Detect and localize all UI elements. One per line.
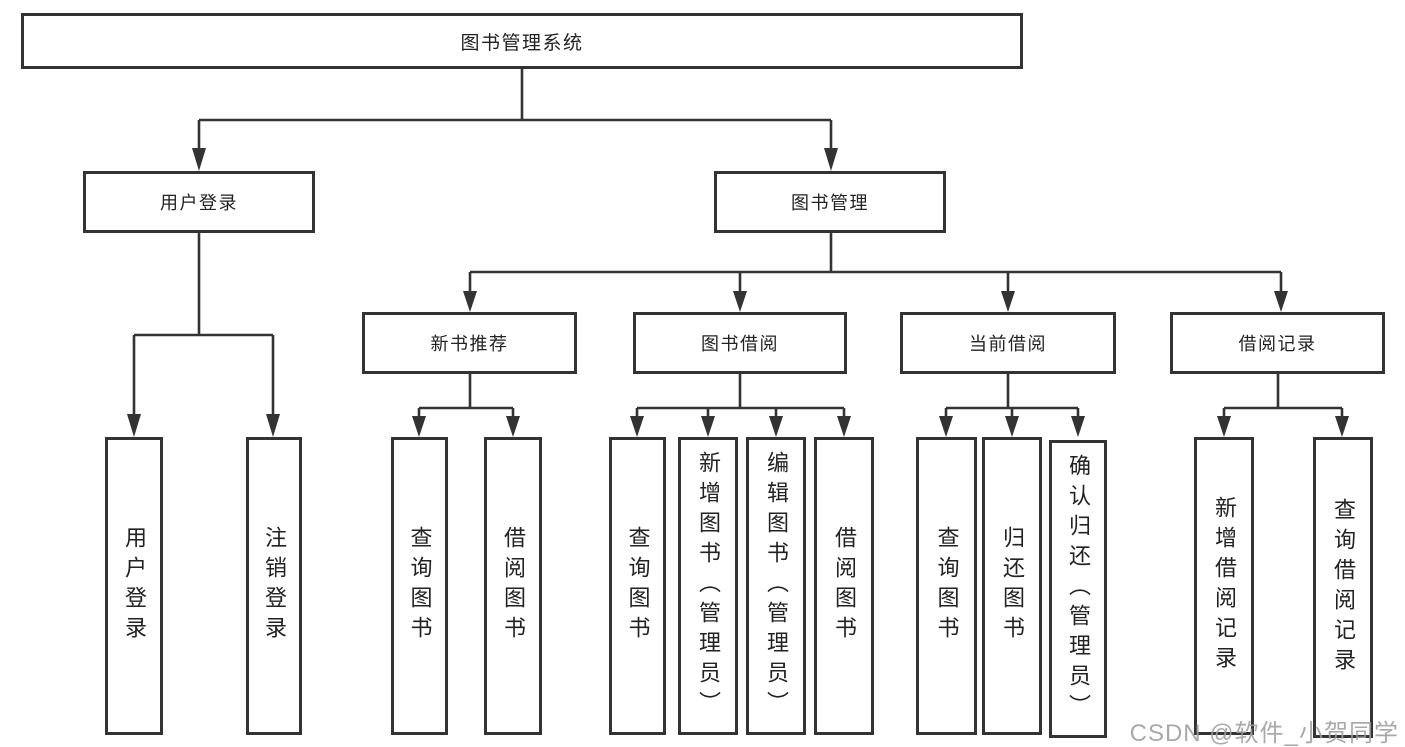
- node-book-management: 图书管理: [714, 171, 946, 233]
- node-label: 当前借阅: [969, 334, 1047, 354]
- leaf-label: 借阅图书: [832, 526, 857, 646]
- leaf-return-books: 归还图书: [982, 437, 1042, 735]
- leaf-query-books-borrowing: 查询图书: [609, 437, 666, 735]
- node-book-borrowing: 图书借阅: [633, 312, 847, 374]
- leaf-edit-book-admin: 编辑图书（管理员）: [746, 437, 806, 735]
- leaf-label: 注销登录: [262, 526, 287, 646]
- leaf-add-borrow-record: 新增借阅记录: [1194, 437, 1254, 735]
- leaf-label: 查询图书: [625, 526, 651, 646]
- leaf-label: 编辑图书（管理员）: [764, 451, 789, 721]
- node-label: 图书管理系统: [460, 32, 584, 54]
- node-label: 图书借阅: [701, 334, 779, 354]
- csdn-watermark: CSDN @软件_小贺同学: [1129, 720, 1399, 747]
- leaf-add-book-admin: 新增图书（管理员）: [678, 437, 738, 735]
- leaf-confirm-return-admin: 确认归还（管理员）: [1049, 440, 1107, 738]
- leaf-label: 归还图书: [1000, 526, 1025, 646]
- node-label: 用户登录: [160, 193, 238, 213]
- leaf-query-books-current: 查询图书: [916, 437, 977, 735]
- leaf-borrow-books-borrowing: 借阅图书: [814, 437, 874, 735]
- leaf-label: 确认归还（管理员）: [1066, 454, 1091, 724]
- node-label: 借阅记录: [1238, 334, 1317, 354]
- leaf-query-books-recommend: 查询图书: [391, 437, 448, 735]
- leaf-label: 新增借阅记录: [1212, 496, 1237, 676]
- leaf-label: 用户登录: [122, 526, 147, 646]
- leaf-query-borrow-record: 查询借阅记录: [1313, 437, 1373, 738]
- leaf-label: 新增图书（管理员）: [696, 451, 721, 721]
- arrowheads: [127, 148, 1349, 437]
- node-new-book-recommend: 新书推荐: [362, 312, 577, 374]
- leaf-label: 借阅图书: [501, 526, 526, 646]
- leaf-label: 查询图书: [407, 526, 433, 646]
- leaf-label: 查询借阅记录: [1331, 497, 1356, 678]
- node-label: 新书推荐: [430, 334, 509, 354]
- leaf-user-login: 用户登录: [105, 437, 163, 735]
- node-current-borrowing: 当前借阅: [900, 312, 1116, 374]
- node-root-library-system: 图书管理系统: [21, 13, 1023, 69]
- leaf-borrow-books-recommend: 借阅图书: [484, 437, 542, 735]
- node-borrowing-records: 借阅记录: [1170, 312, 1385, 374]
- leaf-logout-login: 注销登录: [246, 437, 302, 735]
- node-label: 图书管理: [791, 193, 869, 213]
- node-user-login: 用户登录: [83, 171, 315, 233]
- leaf-label: 查询图书: [934, 526, 960, 646]
